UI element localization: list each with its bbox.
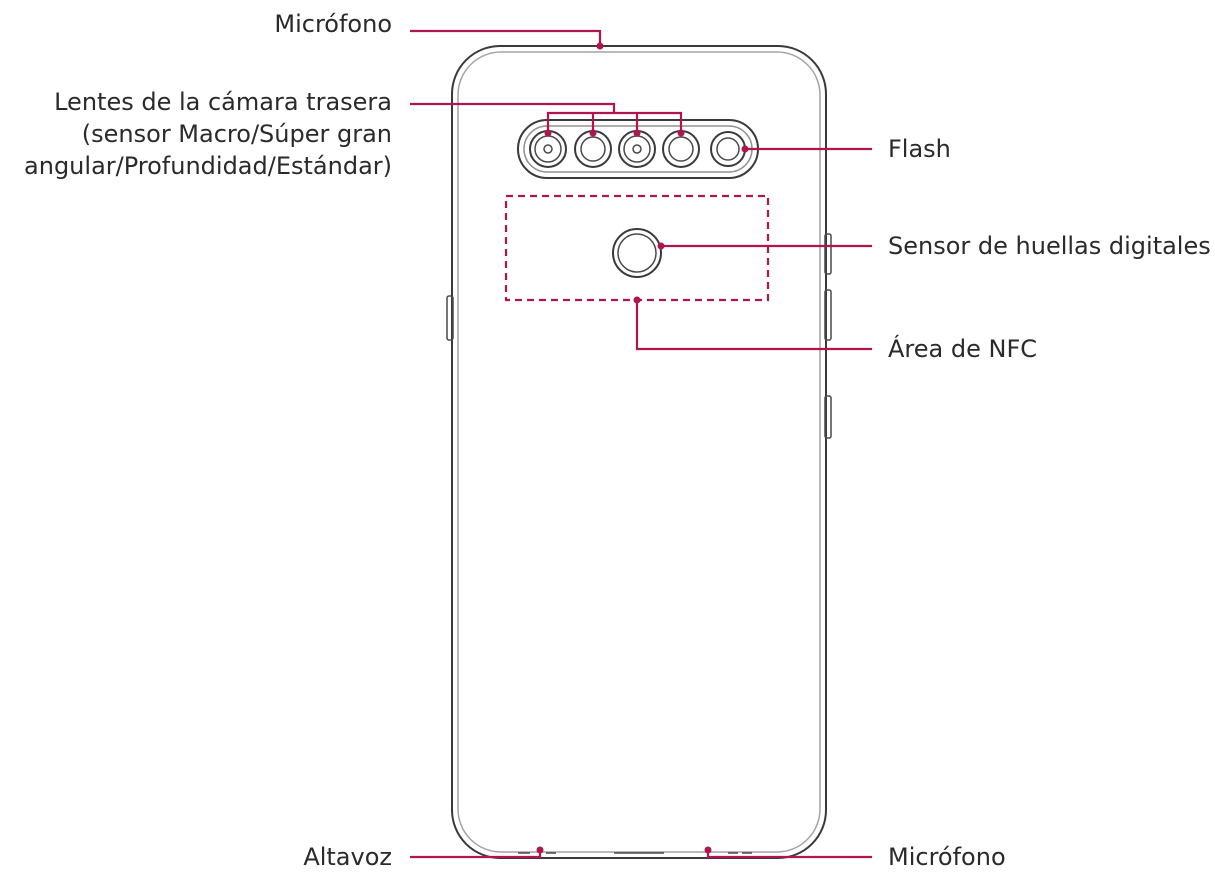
leader-rear-camera-bracket [546,111,683,131]
right-side-button-1 [824,233,832,275]
leader-lines [410,29,872,859]
leader-dot-mic-bottom [704,846,712,854]
label-rear-camera-line2: (sensor Macro/Súper gran [82,120,392,148]
label-nfc: Área de NFC [888,334,1037,363]
leader-dot-lens-1 [544,129,552,137]
leader-dot-lens-4 [677,129,685,137]
phone-outline [451,45,827,859]
label-fingerprint: Sensor de huellas digitales [888,232,1211,260]
leader-dot-nfc [633,296,641,304]
label-rear-camera-line3: angular/Profundidad/Estándar) [24,152,392,180]
leader-nfc [635,300,872,351]
label-speaker: Altavoz [303,843,392,871]
label-flash: Flash [888,135,951,163]
leader-dot-fingerprint [657,242,665,250]
callout-labels: Micrófono Lentes de la cámara trasera (s… [24,10,1211,871]
flash-light [710,131,746,167]
phone-body [446,45,832,859]
left-side-button [446,295,454,341]
label-mic-top: Micrófono [274,10,392,38]
leader-rear-camera [410,102,616,113]
leader-dot-speaker [536,846,544,854]
leader-dot-mic-top [596,42,604,50]
leader-mic-top [410,29,602,46]
leader-dot-lens-3 [633,129,641,137]
right-side-button-2 [824,289,832,341]
phone-inner-outline [457,51,821,853]
leader-dot-lens-2 [589,129,597,137]
right-side-button-3 [824,395,832,439]
fingerprint-sensor [612,228,662,278]
label-rear-camera-line1: Lentes de la cámara trasera [54,88,392,116]
label-mic-bottom: Micrófono [888,843,1006,871]
nfc-area-box [504,194,770,302]
leader-dot-flash [741,145,749,153]
